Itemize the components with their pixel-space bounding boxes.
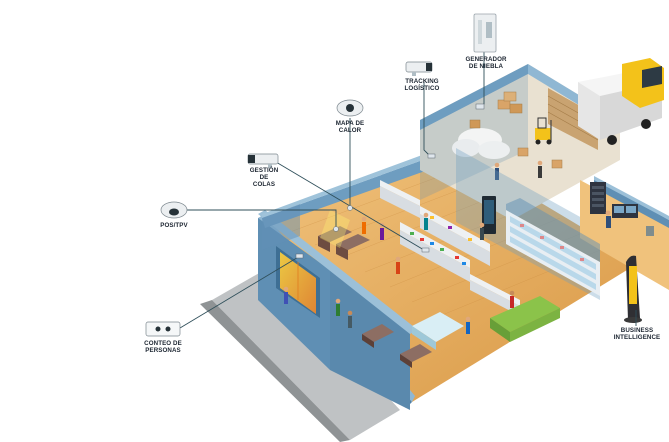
label-tracking-logistico: TRACKING LOGÍSTICO xyxy=(394,78,450,92)
forklift xyxy=(535,117,552,145)
fisheye-camera-icon xyxy=(336,99,364,117)
label-line: POS/TPV xyxy=(160,222,188,229)
shoppers xyxy=(283,212,515,334)
label-line: BUSINESS xyxy=(620,327,654,334)
callout-line-conteo-personas xyxy=(179,255,301,329)
shelving-aisles xyxy=(380,180,520,316)
label-line: PERSONAS xyxy=(145,347,181,354)
refrigerated-aisle xyxy=(506,198,600,296)
fog-generator-icon xyxy=(473,13,497,53)
label-line: COLAS xyxy=(252,181,276,188)
delivery-truck xyxy=(578,58,664,145)
label-mapa-calor: MAPA DE CALOR xyxy=(326,120,374,134)
label-line: INTELLIGENCE xyxy=(613,334,661,341)
callout-line-pos-tpv xyxy=(186,209,337,228)
label-line: LOGÍSTICO xyxy=(404,85,440,92)
people-counter-icon xyxy=(145,321,181,337)
sidewalk xyxy=(200,268,400,442)
label-pos-tpv: POS/TPV xyxy=(152,222,196,229)
security-office xyxy=(580,180,669,290)
label-gestion-colas: GESTIÓN DE COLAS xyxy=(244,167,284,188)
label-line: TRACKING xyxy=(405,78,439,85)
produce-stands xyxy=(412,296,560,350)
label-line: CONTEO DE xyxy=(144,340,182,347)
signage-screen xyxy=(482,196,496,234)
warehouse-boxes xyxy=(469,91,563,169)
label-generador-niebla: GENERADOR DE NIEBLA xyxy=(456,56,516,70)
fog-cloud xyxy=(452,128,510,159)
label-line: GESTIÓN xyxy=(249,167,279,174)
label-line: GENERADOR xyxy=(465,56,507,63)
back-wall xyxy=(262,144,456,250)
label-conteo-personas: CONTEO DE PERSONAS xyxy=(136,340,190,354)
bullet-camera-icon xyxy=(247,153,279,168)
camera-markers xyxy=(295,103,485,259)
label-line: CALOR xyxy=(338,127,362,134)
label-business-intelligence: BUSINESS INTELLIGENCE xyxy=(606,327,668,341)
benches xyxy=(362,324,432,368)
label-line: DE xyxy=(259,174,269,181)
kiosk-display xyxy=(624,255,642,323)
label-line: DE NIEBLA xyxy=(468,63,504,70)
warehouse-workers xyxy=(494,160,543,180)
dome-camera-icon xyxy=(160,201,188,219)
bullet-camera-icon xyxy=(405,61,433,76)
label-line: MAPA DE xyxy=(335,120,365,127)
